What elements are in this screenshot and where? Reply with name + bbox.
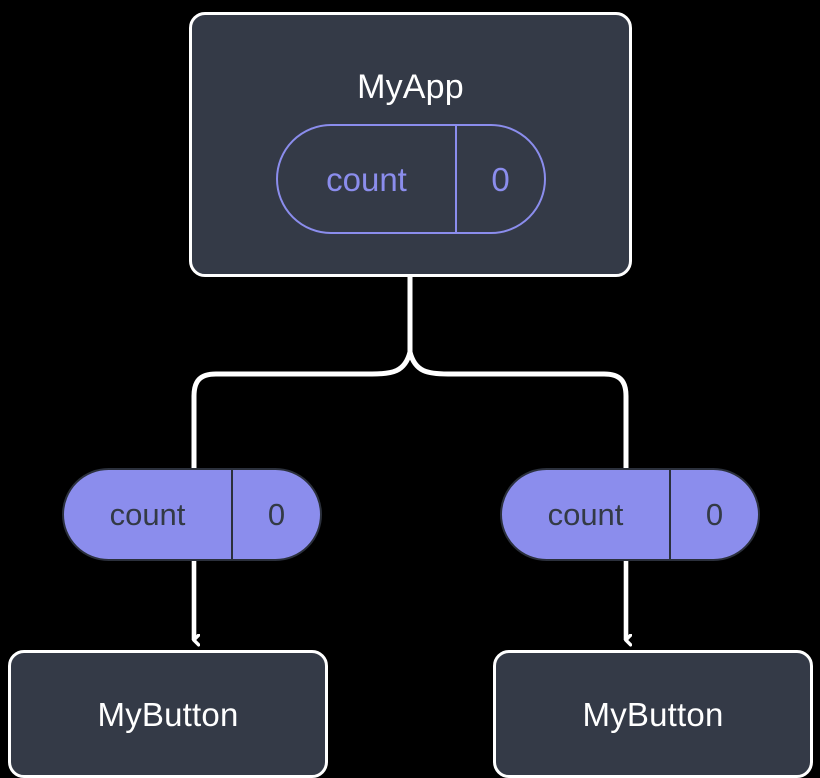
prop-pill-value: 0 [705,497,724,532]
component-label-mybutton: MyButton [582,695,724,733]
state-pill-myapp[interactable]: count 0 [276,124,546,234]
prop-pill-key: count [64,470,233,559]
prop-pill-left[interactable]: count 0 [62,468,322,561]
wire-branch-left [191,349,413,471]
prop-pill-key: count [502,470,671,559]
component-label-mybutton: MyButton [97,695,239,733]
component-label-myapp: MyApp [357,68,464,106]
state-pill-key: count [278,126,457,232]
state-pill-value: 0 [491,160,510,198]
prop-pill-right[interactable]: count 0 [500,468,760,561]
component-box-mybutton-left[interactable]: MyButton [8,650,328,778]
prop-pill-value: 0 [267,497,286,532]
wire-branch-right [407,349,629,471]
component-box-mybutton-right[interactable]: MyButton [493,650,813,778]
